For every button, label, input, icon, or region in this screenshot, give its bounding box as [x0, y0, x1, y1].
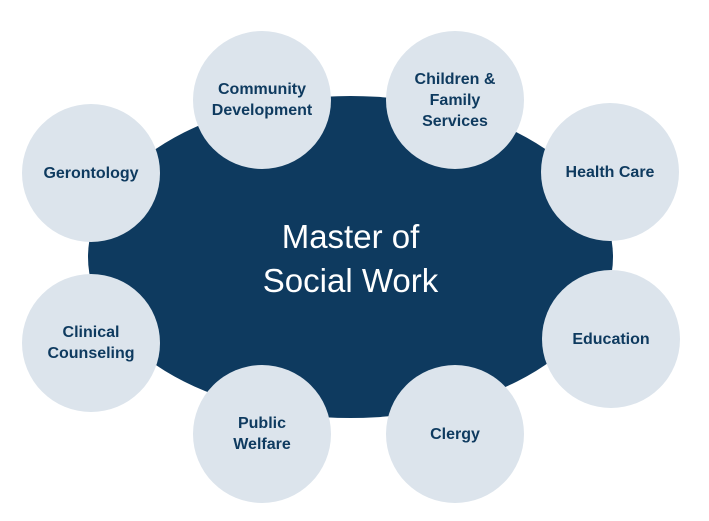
node-label: Clinical Counseling — [47, 324, 135, 362]
node-label: Education — [572, 330, 650, 348]
hub-title: Master of Social Work — [262, 218, 439, 299]
node-community-development: Community Development — [193, 31, 331, 169]
node-clergy: Clergy — [386, 365, 524, 503]
node-label: Public Welfare — [233, 415, 291, 453]
node-label: Health Care — [565, 163, 655, 181]
node-label: Community Development — [211, 81, 313, 119]
hub-ellipse: Master of Social Work — [88, 96, 613, 418]
node-clinical-counseling: Clinical Counseling — [22, 274, 160, 412]
node-label: Clergy — [430, 425, 480, 443]
node-education: Education — [542, 270, 680, 408]
node-label: Children & Family Services — [414, 70, 496, 130]
node-health-care: Health Care — [541, 103, 679, 241]
node-public-welfare: Public Welfare — [193, 365, 331, 503]
node-label: Gerontology — [43, 164, 139, 182]
node-gerontology: Gerontology — [22, 104, 160, 242]
node-children-family-services: Children & Family Services — [386, 31, 524, 169]
